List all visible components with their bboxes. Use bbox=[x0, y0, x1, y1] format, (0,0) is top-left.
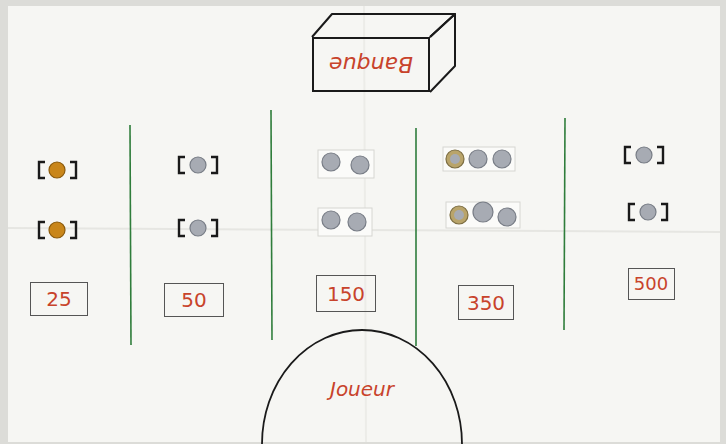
value-box: 50 bbox=[164, 283, 224, 317]
divider-line bbox=[564, 118, 565, 330]
silver-coin bbox=[190, 157, 206, 173]
silver-coin bbox=[473, 202, 493, 222]
player-zone: Joueur bbox=[262, 330, 462, 444]
value-label: 500 bbox=[634, 274, 668, 294]
column-dividers bbox=[130, 110, 565, 346]
coin-strip bbox=[318, 150, 374, 178]
value-label: 350 bbox=[467, 292, 505, 314]
silver-coin bbox=[351, 156, 369, 174]
silver-coin bbox=[322, 211, 340, 229]
divider-line bbox=[271, 110, 272, 340]
value-label: 50 bbox=[181, 289, 206, 311]
value-box: 500 bbox=[628, 268, 675, 300]
arch-line bbox=[262, 330, 462, 444]
bracket-pair bbox=[625, 147, 663, 163]
silver-coin bbox=[636, 147, 652, 163]
value-box: 150 bbox=[316, 275, 376, 312]
gold-coin bbox=[49, 222, 65, 238]
silver-coin bbox=[190, 220, 206, 236]
silver-coin bbox=[493, 150, 511, 168]
value-box: 350 bbox=[458, 285, 514, 320]
paper-sheet bbox=[8, 6, 720, 442]
coin-brackets bbox=[39, 147, 667, 238]
bracket-pair bbox=[39, 162, 76, 178]
bracket-pair bbox=[629, 204, 667, 220]
bracket-pair bbox=[179, 220, 217, 236]
bimetal-coin bbox=[450, 206, 468, 224]
value-label: 25 bbox=[46, 288, 71, 310]
bracket-pair bbox=[179, 157, 217, 173]
coin-strip bbox=[446, 202, 520, 228]
bank-label: Banque bbox=[329, 52, 413, 76]
value-label: 150 bbox=[327, 283, 365, 305]
coin-strip bbox=[443, 147, 515, 171]
bimetal-coin-core bbox=[450, 154, 460, 164]
player-label: Joueur bbox=[330, 378, 394, 400]
bank-box-outline bbox=[312, 14, 455, 92]
silver-coin bbox=[322, 153, 340, 171]
bimetal-coins bbox=[446, 150, 468, 224]
coin-strip bbox=[318, 208, 372, 236]
bimetal-coin bbox=[446, 150, 464, 168]
bank-box: Banque bbox=[312, 37, 430, 92]
bracket-pair bbox=[39, 222, 76, 238]
silver-coin bbox=[498, 208, 516, 226]
silver-coins bbox=[190, 147, 656, 236]
gold-coins bbox=[49, 162, 65, 238]
bimetal-coin-core bbox=[454, 210, 464, 220]
silver-coin bbox=[640, 204, 656, 220]
silver-coin bbox=[469, 150, 487, 168]
divider-line bbox=[130, 125, 131, 345]
silver-coin bbox=[348, 213, 366, 231]
bank-box-side bbox=[430, 14, 455, 92]
divider-line bbox=[415, 128, 417, 346]
coin-strips bbox=[318, 147, 520, 236]
value-box: 25 bbox=[30, 282, 88, 316]
gold-coin bbox=[49, 162, 65, 178]
